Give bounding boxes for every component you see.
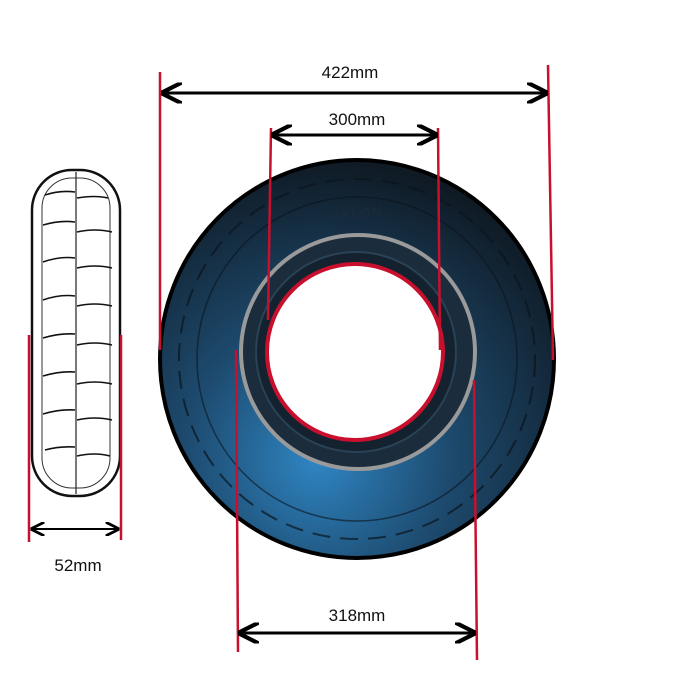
inner-left-guide: [266, 127, 273, 321]
tread-left-guide: [234, 349, 240, 653]
inner-right-guide: [436, 127, 442, 351]
inner-diameter-label: 300mm: [329, 110, 386, 129]
front-view-tire: NYLON: [158, 158, 556, 560]
side-view-tire: [30, 168, 122, 498]
outer-diameter-label: 422mm: [322, 63, 379, 82]
tread-diameter-label: 318mm: [329, 606, 386, 625]
outer-right-guide: [546, 64, 555, 361]
width-label: 52mm: [54, 556, 101, 575]
tread-right-guide: [472, 379, 479, 661]
dimension-guide-lines: [27, 64, 555, 661]
